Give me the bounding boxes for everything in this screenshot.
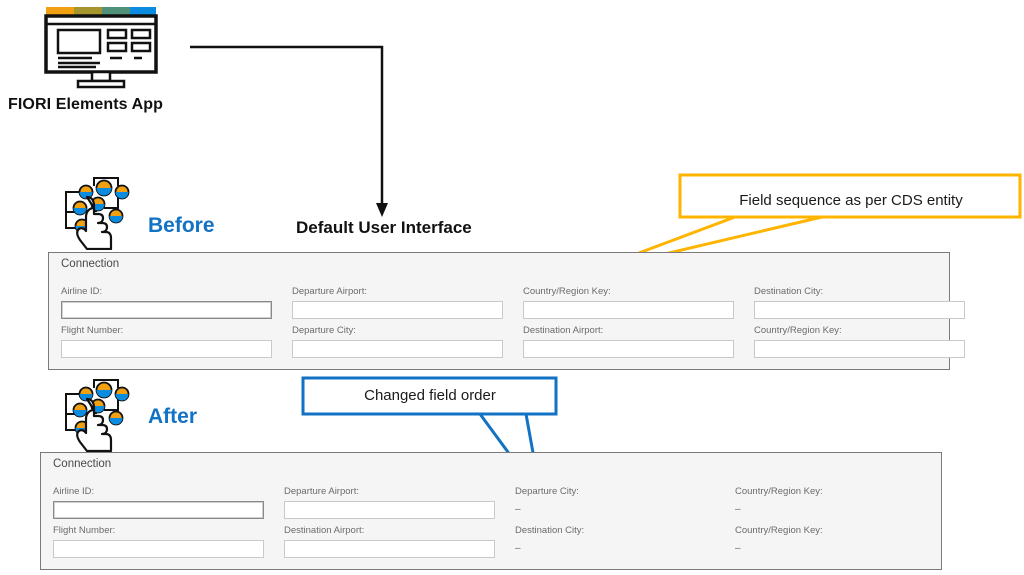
field-label: Flight Number: bbox=[53, 525, 116, 536]
field-departure-city: Departure City: bbox=[292, 325, 503, 363]
field-value: – bbox=[515, 504, 521, 515]
form-panel-before: Connection Airline ID: Departure Airport… bbox=[48, 252, 965, 370]
field-label: Departure City: bbox=[292, 325, 356, 336]
field-grid-after: Airline ID: Departure Airport: Departure… bbox=[53, 486, 935, 563]
field-destination-airport: Destination Airport: bbox=[523, 325, 734, 363]
field-label: Destination Airport: bbox=[523, 325, 604, 336]
field-input[interactable] bbox=[61, 301, 272, 319]
field-label: Country/Region Key: bbox=[523, 286, 611, 297]
field-destination-city: Destination City: – bbox=[515, 525, 715, 563]
field-value: – bbox=[735, 543, 741, 554]
default-ui-label: Default User Interface bbox=[296, 218, 472, 237]
field-destination-city: Destination City: bbox=[754, 286, 965, 324]
field-label: Destination City: bbox=[515, 525, 585, 536]
field-country-region-key-1: Country/Region Key: bbox=[523, 286, 734, 324]
field-input[interactable] bbox=[754, 340, 965, 358]
workflow-hand-icon bbox=[65, 177, 130, 250]
field-airline-id: Airline ID: bbox=[61, 286, 272, 324]
field-label: Departure Airport: bbox=[284, 486, 359, 497]
monitor-fiori-icon bbox=[44, 7, 158, 89]
panel-title: Connection bbox=[53, 458, 112, 470]
field-country-region-key-2: Country/Region Key: – bbox=[735, 525, 935, 563]
field-value: – bbox=[515, 543, 521, 554]
field-departure-airport: Departure Airport: bbox=[284, 486, 495, 524]
workflow-hand-icon bbox=[65, 379, 130, 452]
field-airline-id: Airline ID: bbox=[53, 486, 264, 524]
field-value: – bbox=[735, 504, 741, 515]
phase-label-before: Before bbox=[148, 214, 215, 237]
form-panel-after: Connection Airline ID: Departure Airport… bbox=[40, 452, 942, 570]
field-departure-city: Departure City: – bbox=[515, 486, 715, 524]
field-label: Airline ID: bbox=[61, 286, 103, 297]
callout-yellow-label: Field sequence as per CDS entity bbox=[739, 191, 963, 209]
phase-label-after: After bbox=[148, 405, 198, 428]
field-label: Flight Number: bbox=[61, 325, 124, 336]
field-label: Country/Region Key: bbox=[735, 525, 823, 536]
field-label: Airline ID: bbox=[53, 486, 95, 497]
field-input[interactable] bbox=[292, 301, 503, 319]
field-label: Country/Region Key: bbox=[754, 325, 842, 336]
field-flight-number: Flight Number: bbox=[53, 525, 264, 563]
field-input[interactable] bbox=[523, 301, 734, 319]
field-input[interactable] bbox=[53, 501, 264, 519]
field-label: Destination Airport: bbox=[284, 525, 365, 536]
field-departure-airport: Departure Airport: bbox=[292, 286, 503, 324]
app-caption: FIORI Elements App bbox=[8, 96, 164, 113]
field-destination-airport: Destination Airport: bbox=[284, 525, 495, 563]
field-input[interactable] bbox=[754, 301, 965, 319]
field-country-region-key-1: Country/Region Key: – bbox=[735, 486, 935, 524]
field-country-region-key-2: Country/Region Key: bbox=[754, 325, 965, 363]
field-input[interactable] bbox=[284, 540, 495, 558]
field-label: Country/Region Key: bbox=[735, 486, 823, 497]
field-label: Departure Airport: bbox=[292, 286, 367, 297]
panel-title: Connection bbox=[61, 258, 120, 270]
callout-blue-label: Changed field order bbox=[364, 386, 496, 404]
field-label: Destination City: bbox=[754, 286, 824, 297]
field-input[interactable] bbox=[53, 540, 264, 558]
field-label: Departure City: bbox=[515, 486, 579, 497]
field-flight-number: Flight Number: bbox=[61, 325, 272, 363]
elbow-arrow-icon bbox=[190, 45, 388, 217]
field-grid-before: Airline ID: Departure Airport: Country/R… bbox=[61, 286, 965, 363]
field-input[interactable] bbox=[292, 340, 503, 358]
field-input[interactable] bbox=[523, 340, 734, 358]
field-input[interactable] bbox=[61, 340, 272, 358]
field-input[interactable] bbox=[284, 501, 495, 519]
